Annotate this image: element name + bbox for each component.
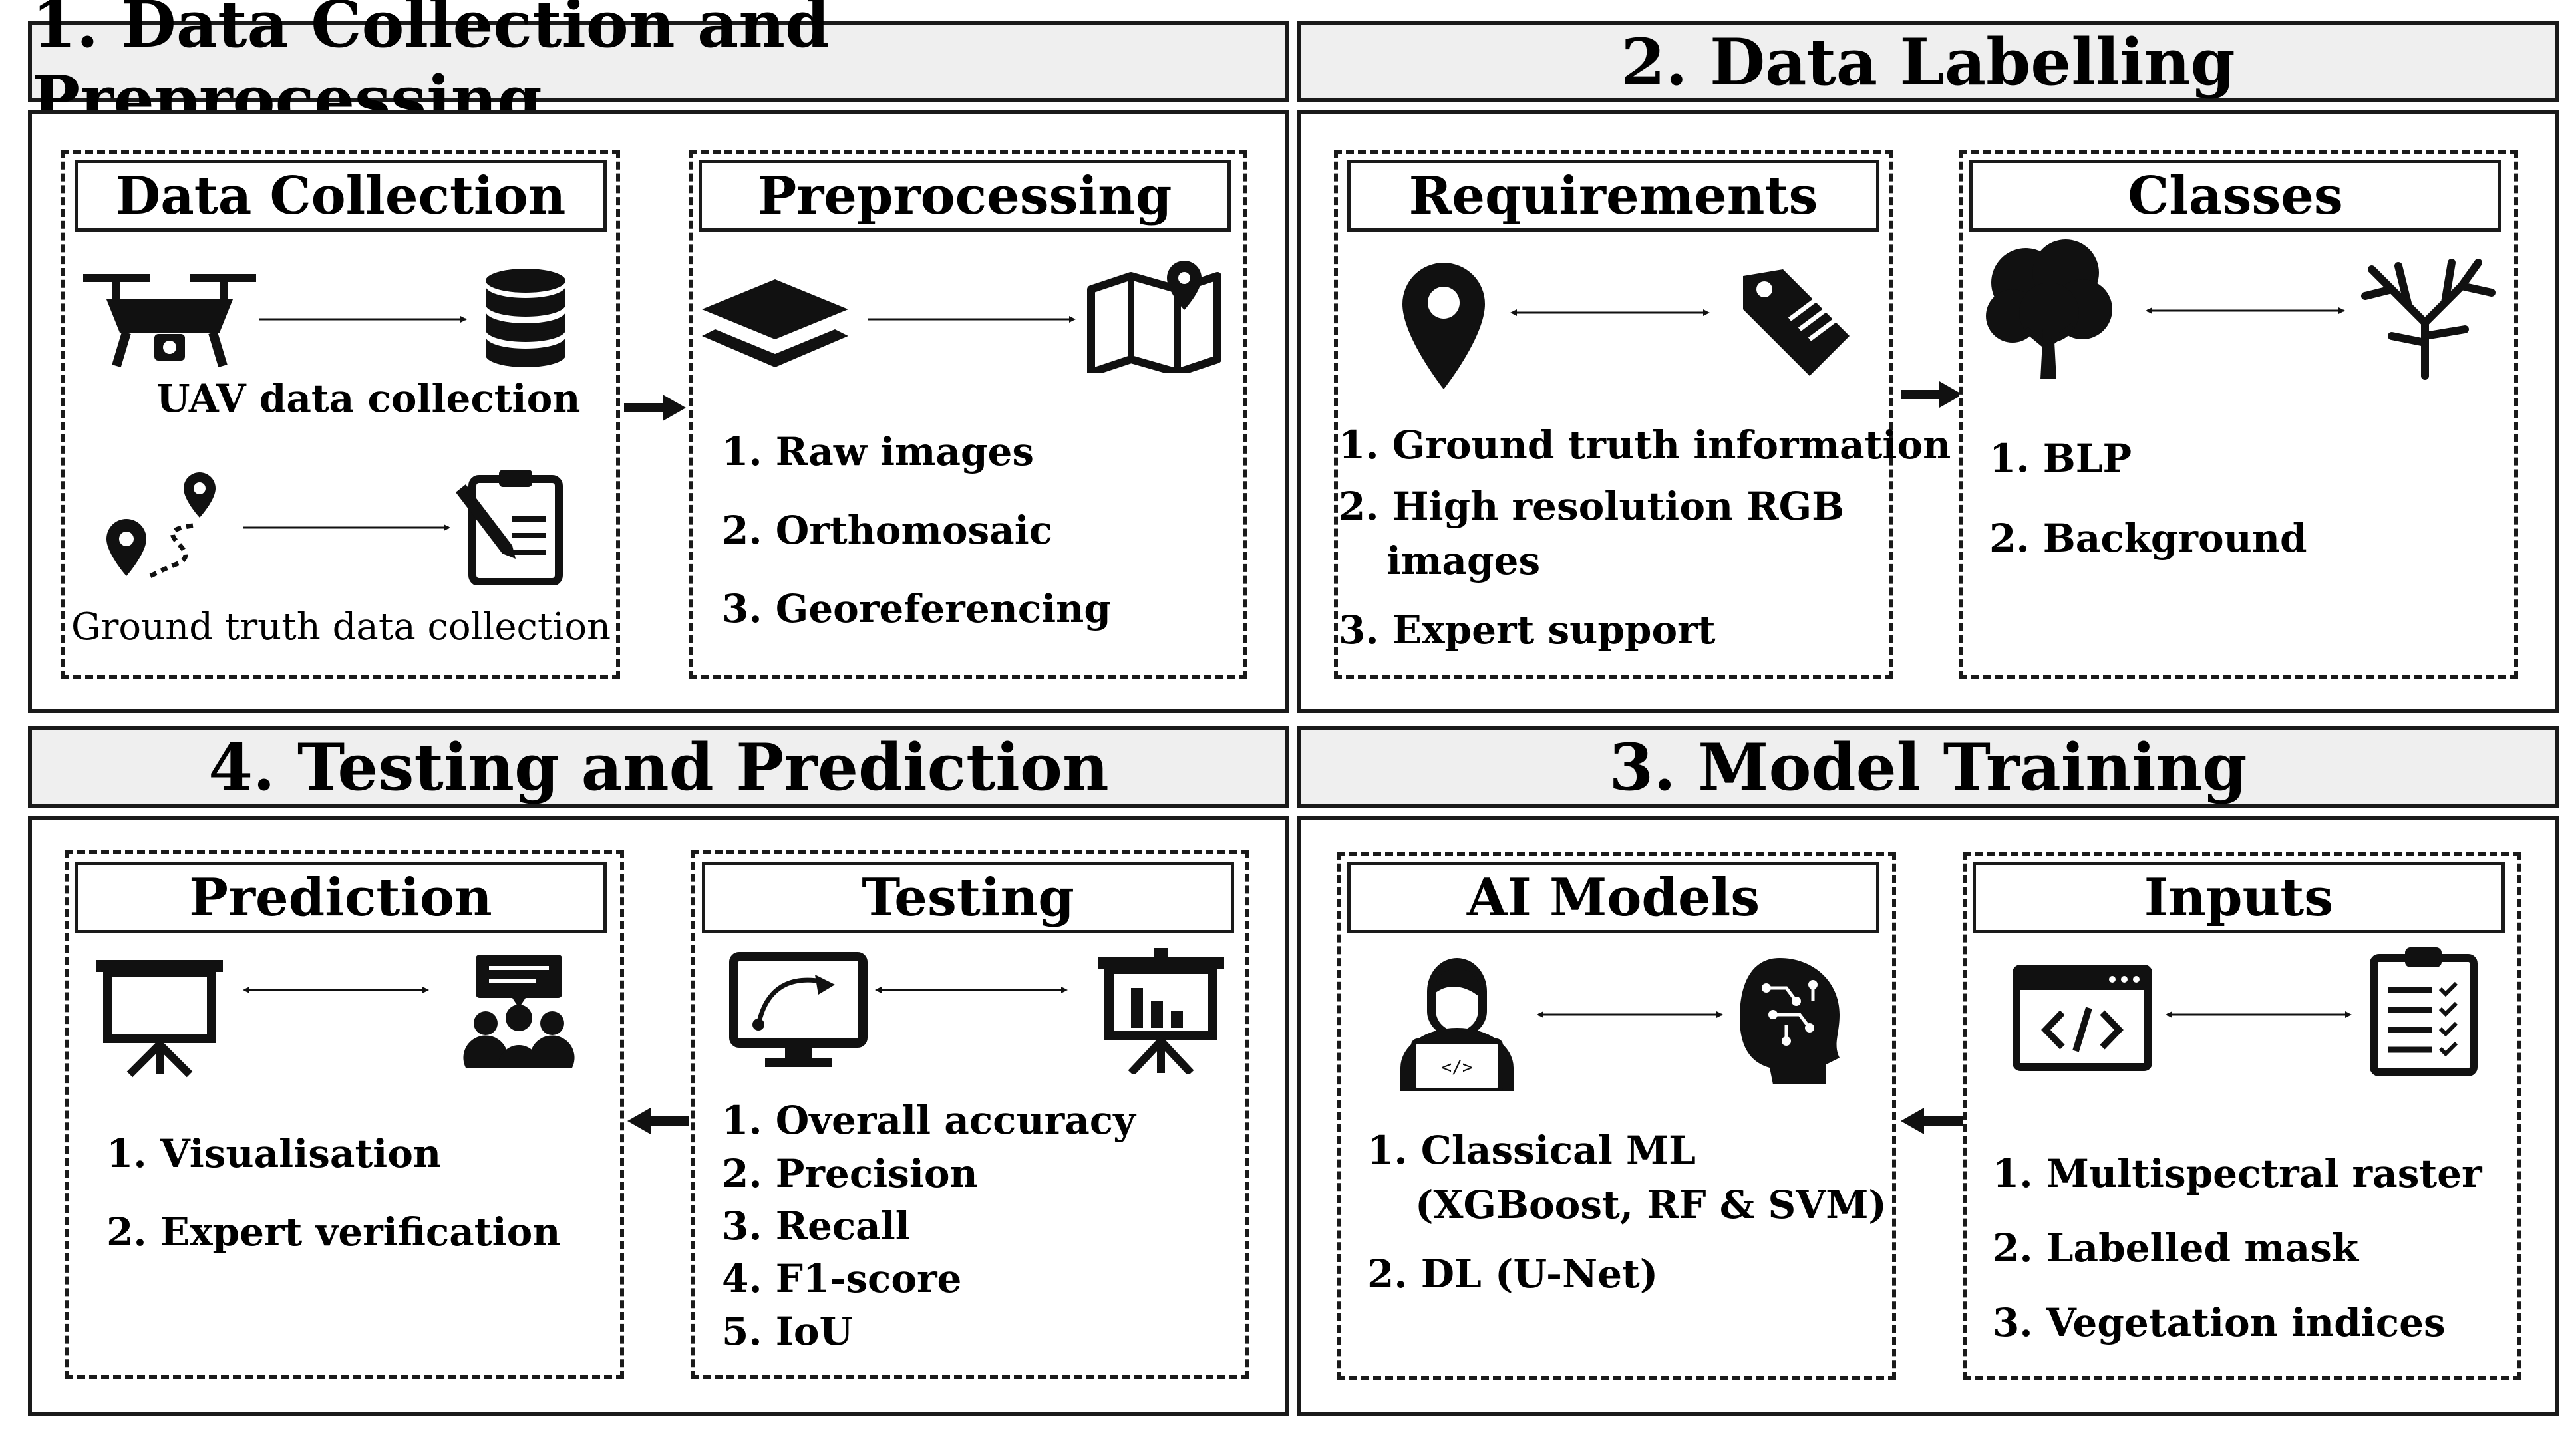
preprocessing-arrow xyxy=(868,316,1076,323)
layers-icon xyxy=(702,279,848,367)
q1-title: 1. Data Collection and Preprocessing xyxy=(32,0,830,137)
data-collection-title: Data Collection xyxy=(75,160,607,232)
presentation-board-icon xyxy=(96,960,223,1078)
monitor-curve-icon xyxy=(729,952,868,1067)
code-window-icon xyxy=(2012,965,2152,1071)
ai-models-arrow xyxy=(1537,1011,1723,1018)
tag-icon xyxy=(1743,269,1850,376)
list-item: 2. DL (U-Net) xyxy=(1367,1251,1659,1297)
list-item: 1. Ground truth information xyxy=(1339,422,1951,468)
list-item: 2. Background xyxy=(1989,516,2307,561)
list-item: 1. Multispectral raster xyxy=(1993,1151,2482,1196)
prediction-title: Prediction xyxy=(75,862,607,933)
classes-arrow xyxy=(2146,307,2345,314)
uav-arrow xyxy=(259,316,467,323)
svg-text:</>: </> xyxy=(1442,1058,1473,1078)
list-item: 1. Visualisation xyxy=(106,1131,442,1176)
classes-panel xyxy=(1959,150,2518,679)
prediction-panel xyxy=(65,850,624,1379)
checklist-clipboard-icon xyxy=(2370,947,2478,1076)
list-item: (XGBoost, RF & SVM) xyxy=(1415,1182,1887,1227)
q4-title: 4. Testing and Prediction xyxy=(208,729,1109,805)
bar-chart-board-icon xyxy=(1098,948,1224,1074)
list-item: 1. Overall accuracy xyxy=(722,1098,1136,1143)
ground-truth-caption: Ground truth data collection xyxy=(71,605,611,649)
list-item: 3. Recall xyxy=(722,1203,910,1249)
inputs-arrow xyxy=(2166,1011,2352,1018)
requirements-title: Requirements xyxy=(1347,160,1879,232)
inputs-panel xyxy=(1963,852,2521,1380)
list-item: 3. Vegetation indices xyxy=(1993,1300,2446,1345)
q4-header: 4. Testing and Prediction xyxy=(28,726,1289,808)
classes-list: 1. BLP 2. Background xyxy=(1989,436,2307,595)
testing-list: 1. Overall accuracy 2. Precision 3. Reca… xyxy=(722,1098,1136,1361)
prediction-list: 1. Visualisation 2. Expert verification xyxy=(106,1131,560,1288)
inputs-title: Inputs xyxy=(1973,862,2505,933)
uav-caption: UAV data collection xyxy=(156,376,581,421)
clipboard-pen-icon xyxy=(456,470,563,585)
list-item: 5. IoU xyxy=(722,1309,854,1354)
q2-header: 2. Data Labelling xyxy=(1297,21,2559,102)
drone-icon xyxy=(83,274,256,368)
requirements-list: 1. Ground truth information 2. High reso… xyxy=(1339,422,1951,669)
map-pin-icon xyxy=(1087,261,1221,373)
audience-meeting-icon xyxy=(463,955,575,1068)
list-item: 3. Expert support xyxy=(1339,607,1716,653)
ai-models-title: AI Models xyxy=(1347,862,1879,933)
flow-arrow-inputs-to-models xyxy=(1901,1108,1963,1134)
list-item: 2. Precision xyxy=(722,1151,978,1196)
list-item: 2. Orthomosaic xyxy=(722,508,1053,553)
testing-arrow xyxy=(875,987,1068,993)
list-item: 2. Expert verification xyxy=(106,1209,561,1255)
preprocessing-list: 1. Raw images 2. Orthomosaic 3. Georefer… xyxy=(722,429,1111,665)
location-pin-icon xyxy=(1402,263,1485,389)
q3-title: 3. Model Training xyxy=(1609,729,2247,805)
data-collection-panel xyxy=(61,150,620,679)
requirements-panel xyxy=(1334,150,1893,679)
prediction-arrow xyxy=(243,987,429,993)
list-item: 3. Georeferencing xyxy=(722,586,1111,631)
tree-icon xyxy=(1986,239,2112,379)
list-item: 4. F1-score xyxy=(722,1256,962,1301)
preprocessing-title: Preprocessing xyxy=(699,160,1231,232)
list-item: 1. Classical ML xyxy=(1367,1128,1696,1173)
list-item: 1. Raw images xyxy=(722,429,1035,474)
route-pins-icon xyxy=(106,472,216,580)
testing-title: Testing xyxy=(702,862,1234,933)
flow-arrow-collection-to-preprocessing xyxy=(624,395,686,421)
testing-panel xyxy=(691,850,1249,1379)
ground-truth-arrow xyxy=(243,524,450,531)
flow-arrow-testing-to-prediction xyxy=(627,1108,689,1134)
inputs-list: 1. Multispectral raster 2. Labelled mask… xyxy=(1993,1151,2482,1374)
q3-header: 3. Model Training xyxy=(1297,726,2559,808)
q1-header: 1. Data Collection and Preprocessing xyxy=(28,0,1289,137)
list-item: 1. BLP xyxy=(1989,436,2132,481)
branch-icon xyxy=(2361,259,2496,380)
database-icon xyxy=(486,269,565,367)
ai-brain-head-icon xyxy=(1740,958,1840,1084)
ai-models-list: 1. Classical ML (XGBoost, RF & SVM) 2. D… xyxy=(1367,1128,1887,1311)
list-item: 2. Labelled mask xyxy=(1993,1225,2359,1271)
q2-title: 2. Data Labelling xyxy=(1621,24,2235,100)
flow-arrow-requirements-to-classes xyxy=(1901,381,1963,408)
preprocessing-panel xyxy=(689,150,1247,679)
ai-models-panel xyxy=(1337,852,1896,1380)
requirements-arrow xyxy=(1510,309,1710,316)
developer-laptop-icon: </> xyxy=(1400,958,1514,1091)
list-item: images xyxy=(1386,538,1541,583)
classes-title: Classes xyxy=(1969,160,2501,232)
list-item: 2. High resolution RGB xyxy=(1339,484,1845,529)
